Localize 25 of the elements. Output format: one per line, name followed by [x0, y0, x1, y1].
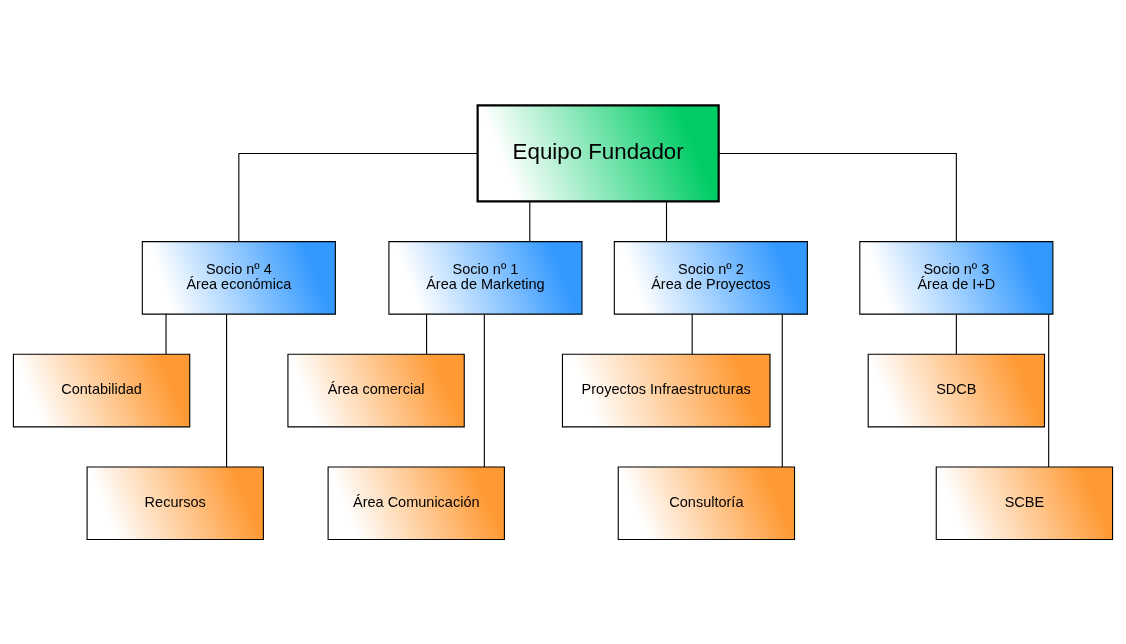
connector — [165, 313, 167, 355]
node-box: Área Comunicación — [327, 465, 505, 540]
connector — [426, 313, 428, 355]
node-box: Socio nº 1 Área de Marketing — [388, 240, 583, 315]
node-box: Consultoría — [617, 465, 796, 540]
node-box: Socio nº 4 Área económica — [141, 240, 336, 315]
node-box: Área comercial — [287, 353, 465, 427]
node-box: Equipo Fundador — [476, 103, 720, 203]
node-box: Socio nº 3 Área de I+D — [859, 240, 1054, 315]
node-box: SCBE — [935, 465, 1114, 540]
connector — [226, 313, 228, 467]
connector — [238, 152, 479, 242]
connector — [529, 200, 531, 242]
connector — [665, 200, 668, 242]
node-box: Socio nº 2 Área de Proyectos — [613, 240, 808, 315]
node-box: Contabilidad — [12, 353, 191, 427]
connector — [691, 313, 693, 355]
connector — [781, 313, 783, 467]
connector — [1048, 313, 1050, 467]
node-box: SDCB — [867, 353, 1046, 427]
connector — [955, 313, 957, 355]
connector — [483, 313, 485, 467]
connector — [718, 152, 957, 242]
node-box: Recursos — [86, 465, 264, 540]
node-box: Proyectos Infraestructuras — [561, 353, 771, 427]
